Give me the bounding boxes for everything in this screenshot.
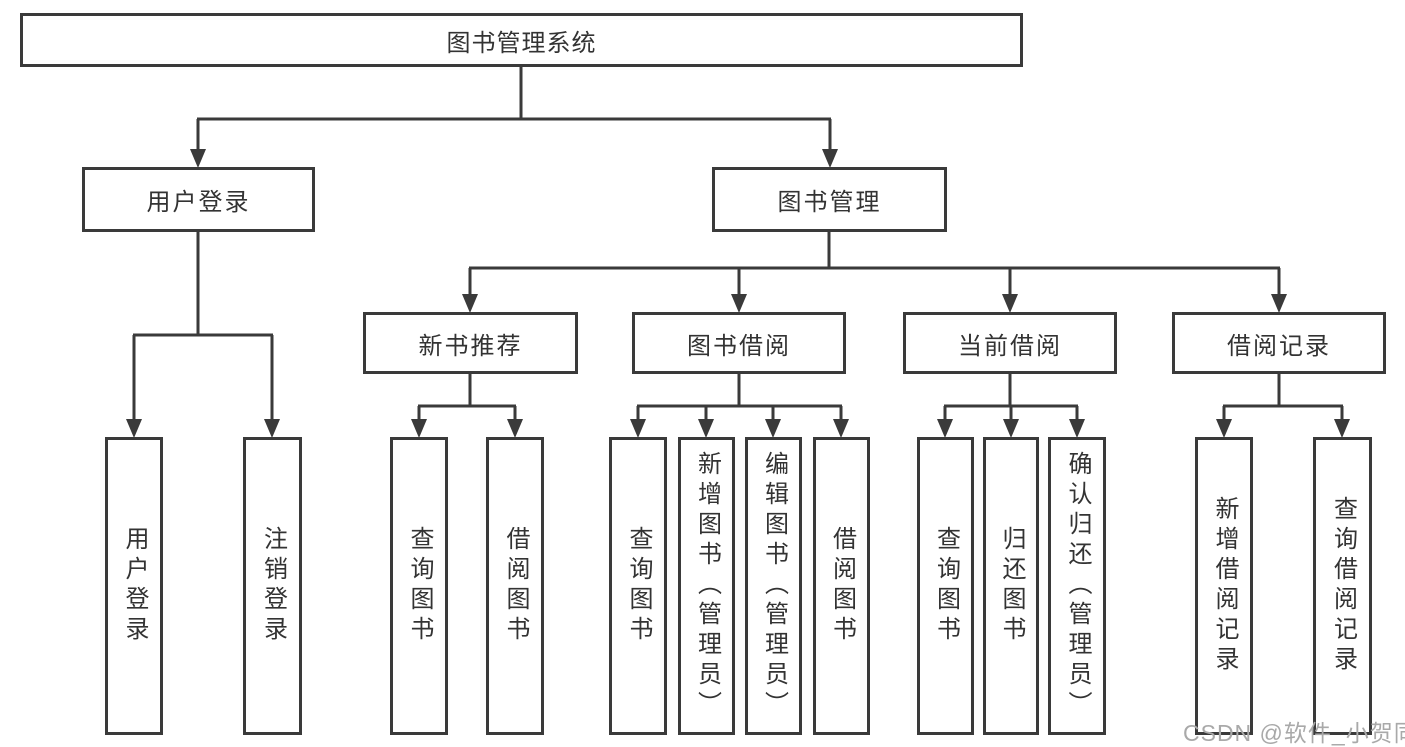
node-book-management: 图书管理 [712,167,947,232]
node-leaf-query-borrow-record: 查询借阅记录 [1313,437,1372,735]
node-leaf-user-login: 用户登录 [105,437,163,735]
node-leaf-query-books-borrowing: 查询图书 [609,437,667,735]
node-new-book-recommend: 新书推荐 [363,312,578,374]
node-leaf-return-books: 归还图书 [983,437,1039,735]
node-leaf-borrow-books-borrowing: 借阅图书 [813,437,870,735]
node-leaf-add-book-admin: 新增图书（管理员） [678,437,735,735]
node-leaf-confirm-return-admin: 确认归还（管理员） [1048,437,1106,735]
node-user-login: 用户登录 [82,167,315,232]
node-leaf-query-books-current: 查询图书 [917,437,974,735]
node-book-borrowing: 图书借阅 [632,312,846,374]
node-borrowing-records: 借阅记录 [1172,312,1386,374]
node-leaf-query-books-recommend: 查询图书 [390,437,448,735]
node-current-borrowing: 当前借阅 [903,312,1117,374]
node-leaf-borrow-books-recommend: 借阅图书 [486,437,544,735]
watermark: CSDN @软件_小贺同学 [1183,720,1405,746]
node-leaf-add-borrow-record: 新增借阅记录 [1195,437,1253,735]
node-leaf-edit-book-admin: 编辑图书（管理员） [745,437,802,735]
node-leaf-logout: 注销登录 [243,437,302,735]
node-library-system: 图书管理系统 [20,13,1023,67]
